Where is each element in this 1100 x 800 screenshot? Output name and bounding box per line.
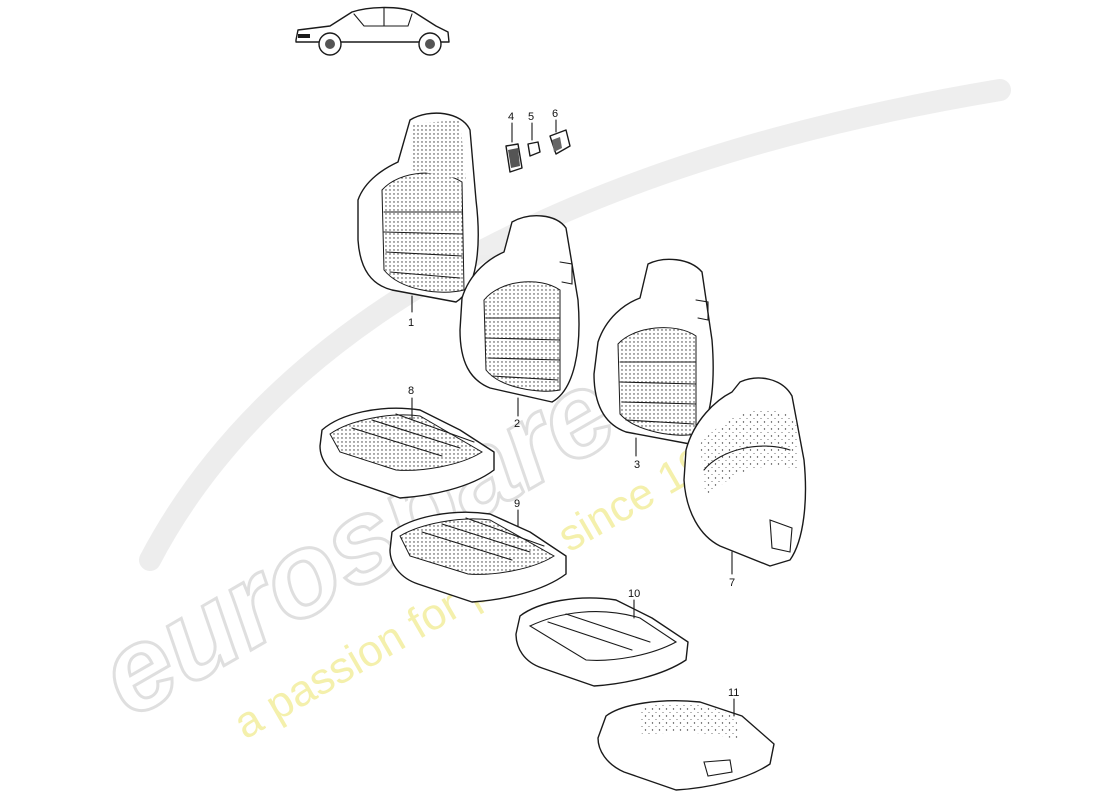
part-9-seat-cushion <box>389 511 567 603</box>
part-10-seat-cushion <box>515 597 689 687</box>
part-1-backrest <box>357 112 479 303</box>
callout-2: 2 <box>514 418 520 430</box>
callout-7: 7 <box>729 577 735 589</box>
part-2-backrest <box>459 215 580 403</box>
part-3-backrest <box>593 258 714 445</box>
part-6-clip <box>549 129 571 155</box>
callout-11: 11 <box>728 687 739 699</box>
callout-5: 5 <box>528 111 534 123</box>
callout-1: 1 <box>408 317 414 329</box>
part-5-clip <box>527 141 541 157</box>
part-11-seat-frame <box>597 700 775 791</box>
callout-labels: 1 2 3 4 5 6 7 8 9 10 11 <box>408 108 739 699</box>
callout-8: 8 <box>408 385 414 397</box>
part-4-clip <box>505 143 523 173</box>
car-side-icon <box>295 6 450 56</box>
callout-3: 3 <box>634 459 640 471</box>
callout-10: 10 <box>628 588 640 600</box>
part-8-seat-cushion <box>319 407 495 499</box>
part-7-backrest-shell <box>683 377 807 567</box>
callout-6: 6 <box>552 108 558 120</box>
callout-9: 9 <box>514 498 520 510</box>
leader-lines <box>411 119 735 717</box>
callout-4: 4 <box>508 111 514 123</box>
